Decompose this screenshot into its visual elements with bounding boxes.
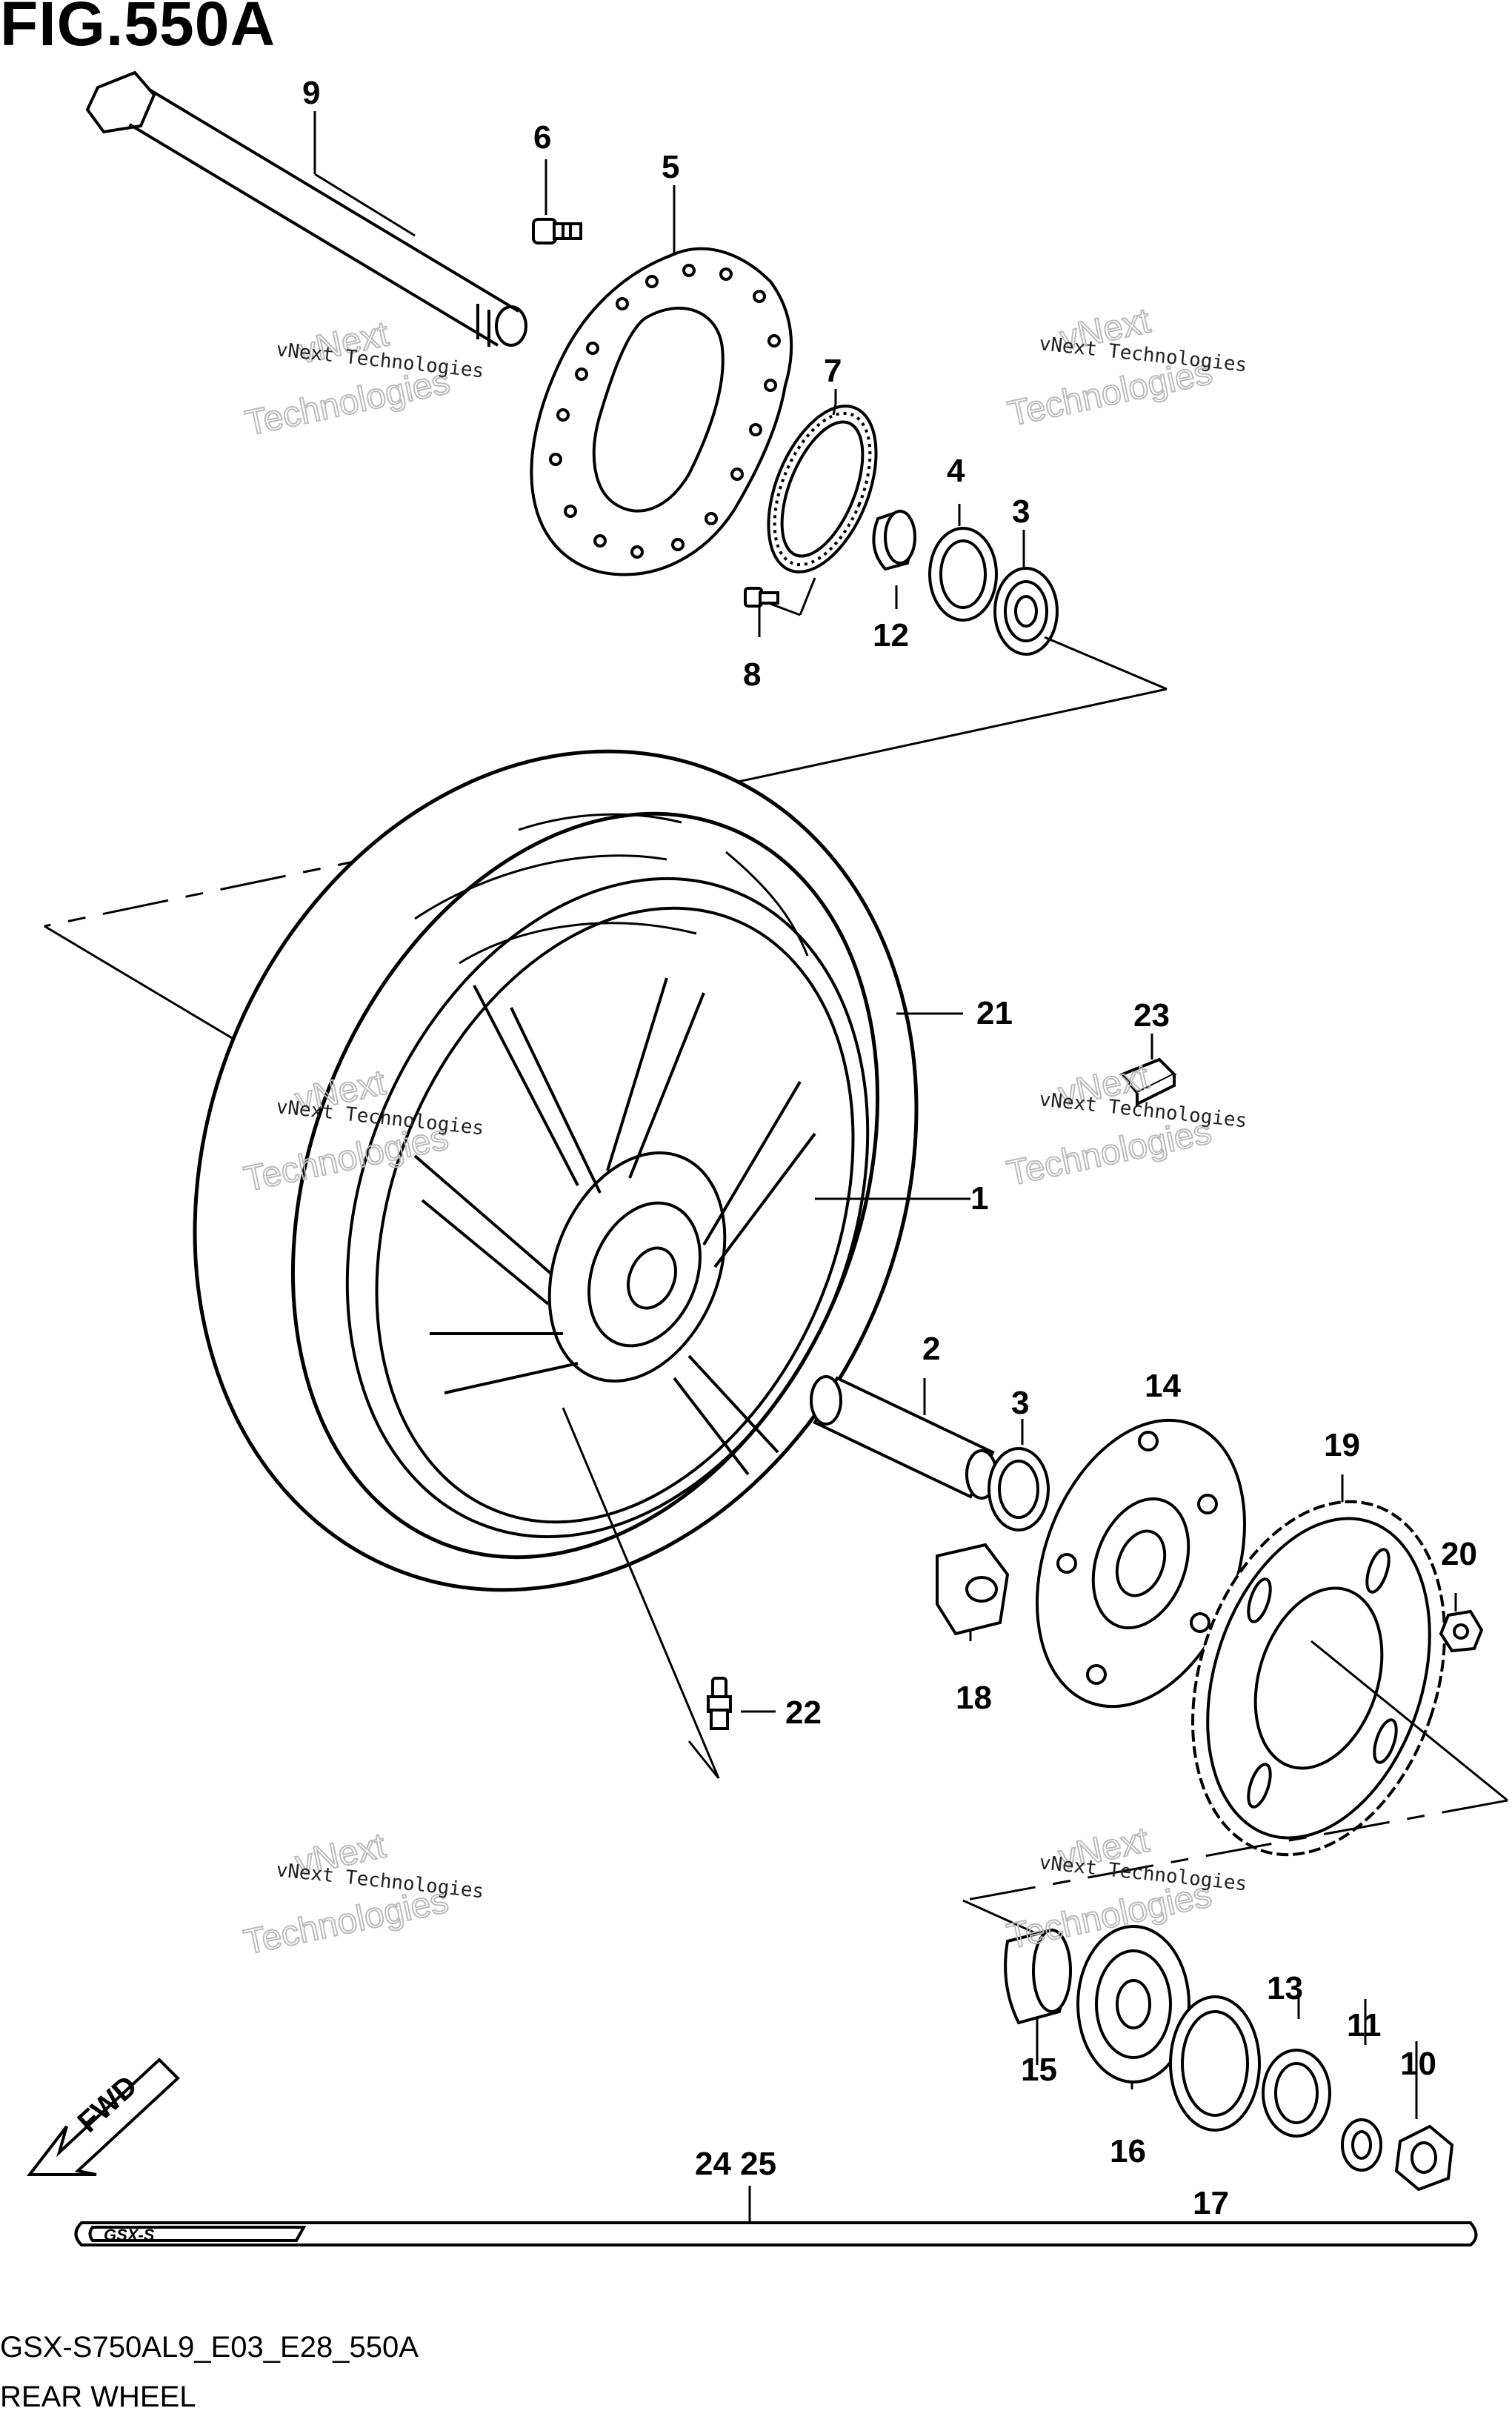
disc-bolt-part-6[interactable] — [532, 218, 582, 245]
circlip-part-13[interactable] — [1262, 2049, 1331, 2138]
sprocket-carrier-part-14[interactable] — [999, 1391, 1282, 1736]
bearing-part-3-upper[interactable] — [993, 567, 1059, 656]
oil-seal-part-17[interactable] — [1169, 1995, 1261, 2132]
nut-part-10[interactable] — [1394, 2124, 1454, 2192]
callout-12[interactable]: 12 — [873, 617, 909, 653]
callout-23[interactable]: 23 — [1133, 997, 1170, 1034]
callout-3-upper[interactable]: 3 — [1012, 493, 1030, 530]
callout-20[interactable]: 20 — [1441, 1536, 1477, 1572]
callout-1[interactable]: 1 — [970, 1180, 988, 1217]
tire-part-21[interactable] — [72, 642, 1039, 1700]
callout-18[interactable]: 18 — [956, 1680, 992, 1716]
callout-3-lower[interactable]: 3 — [1011, 1385, 1029, 1421]
axle-part-9[interactable] — [85, 70, 527, 347]
callout-11[interactable]: 11 — [1347, 2007, 1382, 2043]
valve-part-22[interactable] — [707, 1677, 732, 1730]
wheel-part-1[interactable] — [253, 800, 962, 1615]
callout-7[interactable]: 7 — [824, 353, 842, 389]
rim-stripe-part-24-25[interactable]: GSX-S — [74, 2221, 1478, 2246]
callout-22[interactable]: 22 — [785, 1694, 822, 1731]
sensor-ring-part-7[interactable] — [747, 390, 897, 587]
callout-9[interactable]: 9 — [302, 75, 320, 111]
figure-caption: REAR WHEEL — [0, 2381, 196, 2413]
bearing-part-3-lower[interactable] — [988, 1447, 1050, 1531]
callout-5[interactable]: 5 — [662, 149, 679, 185]
callout-19[interactable]: 19 — [1324, 1427, 1360, 1463]
callout-13[interactable]: 13 — [1267, 1970, 1303, 2006]
spacer-part-15[interactable] — [1004, 1928, 1072, 2025]
sprocket-part-19[interactable] — [1150, 1469, 1488, 1888]
callout-21[interactable]: 21 — [976, 995, 1013, 1031]
sprocket-nut-part-20[interactable] — [1439, 1609, 1484, 1653]
brake-disc-part-5[interactable] — [530, 247, 793, 576]
spacer-part-2[interactable] — [810, 1375, 998, 1500]
damper-part-18[interactable] — [936, 1543, 1010, 1636]
assembly-lines-lower — [962, 1640, 1508, 1935]
callout-10[interactable]: 10 — [1400, 2046, 1436, 2082]
callout-8[interactable]: 8 — [743, 656, 761, 693]
balancer-part-23[interactable] — [1119, 1057, 1177, 1107]
ring-screw-part-8[interactable] — [744, 587, 779, 608]
callout-15[interactable]: 15 — [1021, 2052, 1057, 2088]
callout-14[interactable]: 14 — [1145, 1368, 1181, 1404]
stripe-text: GSX-S — [104, 2226, 155, 2244]
spacer-part-12[interactable] — [872, 509, 916, 571]
callout-2[interactable]: 2 — [922, 1331, 940, 1367]
callout-4[interactable]: 4 — [947, 453, 965, 489]
callout-16[interactable]: 16 — [1110, 2133, 1146, 2169]
callout-17[interactable]: 17 — [1193, 2185, 1229, 2221]
model-code: GSX-S750AL9_E03_E28_550A — [0, 2331, 419, 2364]
washer-part-11[interactable] — [1341, 2118, 1382, 2172]
oil-seal-part-4[interactable] — [928, 527, 998, 622]
bearing-part-16[interactable] — [1076, 1925, 1190, 2083]
callout-6[interactable]: 6 — [533, 119, 551, 156]
figure-title: FIG.550A — [0, 0, 276, 59]
callout-24-25[interactable]: 24 25 — [695, 2146, 776, 2182]
fwd-arrow-icon: FWD — [26, 2058, 180, 2176]
